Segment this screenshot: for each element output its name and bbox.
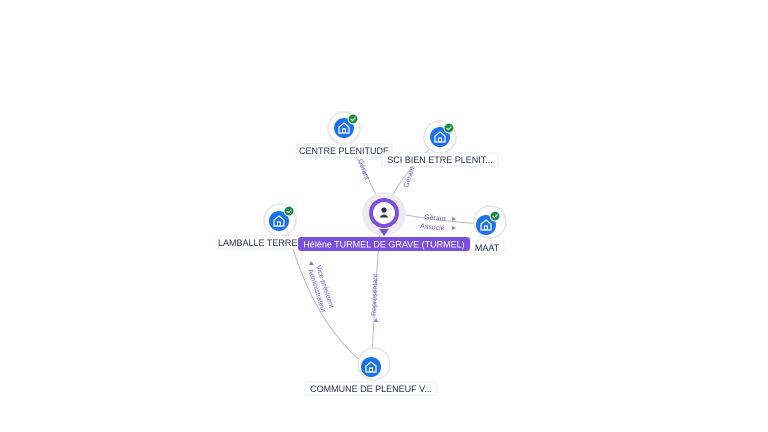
arrow-maat-2 xyxy=(452,226,456,230)
center-label: Hélène TURMEL DE GRAVE (TURMEL) xyxy=(303,240,464,250)
edge-label-commune: Représentant xyxy=(371,274,379,316)
node-center-person[interactable]: Hélène TURMEL DE GRAVE (TURMEL) xyxy=(298,192,470,251)
edge-label-sci: Gérant xyxy=(403,166,416,189)
check-icon xyxy=(347,113,359,125)
arrow-maat xyxy=(452,217,456,221)
edge-label-maat-2: Associé xyxy=(420,223,445,233)
node-label: COMMUNE DE PLENEUF V... xyxy=(310,384,432,394)
edge-label-centre: Gérant xyxy=(356,158,370,181)
check-icon xyxy=(489,210,501,222)
edge-arrows xyxy=(309,217,456,322)
node-lamballe-terre[interactable]: LAMBALLE TERRE... xyxy=(215,203,305,250)
arrow-commune xyxy=(374,318,378,322)
building-icon xyxy=(365,361,377,373)
node-maat[interactable]: MAAT xyxy=(469,205,507,255)
person-icon xyxy=(379,207,389,218)
node-label: LAMBALLE TERRE... xyxy=(218,238,305,248)
edge-lamballe-commune xyxy=(287,231,363,363)
node-commune-pleneuf[interactable]: COMMUNE DE PLENEUF V... xyxy=(304,347,438,396)
building-icon xyxy=(338,122,350,134)
building-icon xyxy=(434,131,446,143)
arrow-lamballe xyxy=(309,261,314,265)
edges xyxy=(287,141,485,363)
node-sci-bien-etre[interactable]: SCI BIEN ETRE PLENIT... xyxy=(381,120,499,167)
edge-label-maat-1: Gérant xyxy=(424,214,446,223)
node-label: CENTRE PLENITUDE xyxy=(299,146,389,156)
check-icon xyxy=(443,122,455,134)
node-label: MAAT xyxy=(475,243,500,253)
building-icon xyxy=(480,219,492,231)
node-label: SCI BIEN ETRE PLENIT... xyxy=(387,155,493,165)
building-icon xyxy=(273,215,285,227)
node-centre-plenitude[interactable]: CENTRE PLENITUDE xyxy=(295,111,393,158)
check-icon xyxy=(283,205,295,217)
